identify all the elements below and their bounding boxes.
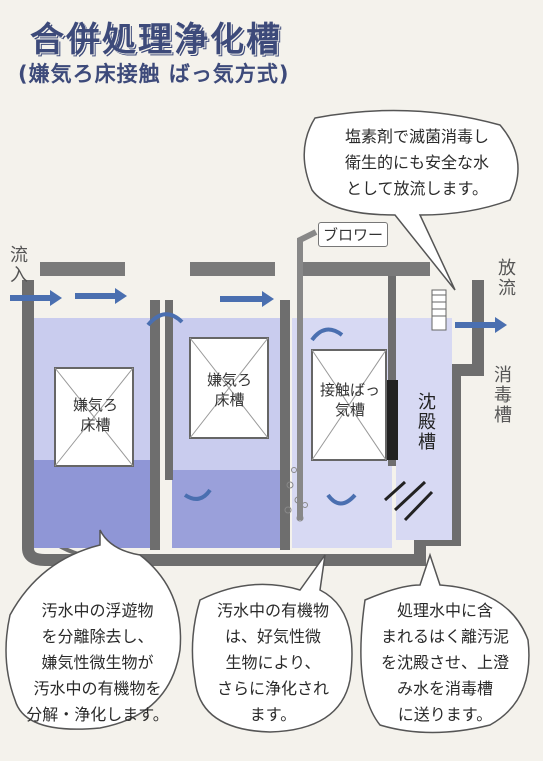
tank2-label: 嫌気ろ床槽 xyxy=(206,371,252,409)
sedimentation-label: 沈殿槽 xyxy=(415,392,436,452)
left-bubble-text: 汚水中の浮遊物を分離除去し、嫌気性微生物が 汚水中の有機物を分解・浄化します。 xyxy=(26,601,169,724)
top-bubble-text: 塩素剤で滅菌消毒し衛生的にも安全な水として放流します。 xyxy=(344,127,489,198)
air-bubbles xyxy=(284,467,308,522)
diagram-subtitle: (嫌気ろ床接触 ばっ気方式) xyxy=(18,62,290,86)
disinfection-label: 消毒槽 xyxy=(491,365,512,425)
water-chamber-4 xyxy=(396,318,452,540)
tank-lid-3 xyxy=(300,262,430,276)
right-bubble xyxy=(360,552,530,734)
curved-arrows xyxy=(146,312,357,506)
tank-lid-2 xyxy=(190,262,275,276)
top-bubble xyxy=(303,109,519,291)
tank3-label: 接触ばっ気槽 xyxy=(320,381,381,419)
flow-arrows xyxy=(10,288,507,333)
outflow-label: 放流 xyxy=(495,258,516,298)
right-bubble-text: 処理水中に含まれるはく離汚泥を沈殿させ、上澄 み水を消毒槽に送ります。 xyxy=(380,601,509,724)
inflow-label: 流入 xyxy=(7,245,28,285)
disinfection-tank xyxy=(431,289,447,331)
sediment-arrows xyxy=(383,480,434,522)
blower-pipe xyxy=(297,229,318,520)
left-bubble xyxy=(5,529,182,730)
tank-outer-wall xyxy=(22,280,484,566)
middle-bubble xyxy=(191,554,353,733)
middle-bubble-text: 汚水中の有機物は、好気性微生物により、 さらに浄化されます。 xyxy=(216,601,329,724)
diagram-title: 合併処理浄化槽 xyxy=(30,20,282,60)
tank1-label: 嫌気ろ床槽 xyxy=(72,396,118,434)
tank-lid-1 xyxy=(40,262,125,276)
blower-label: ブロワー xyxy=(318,222,389,247)
